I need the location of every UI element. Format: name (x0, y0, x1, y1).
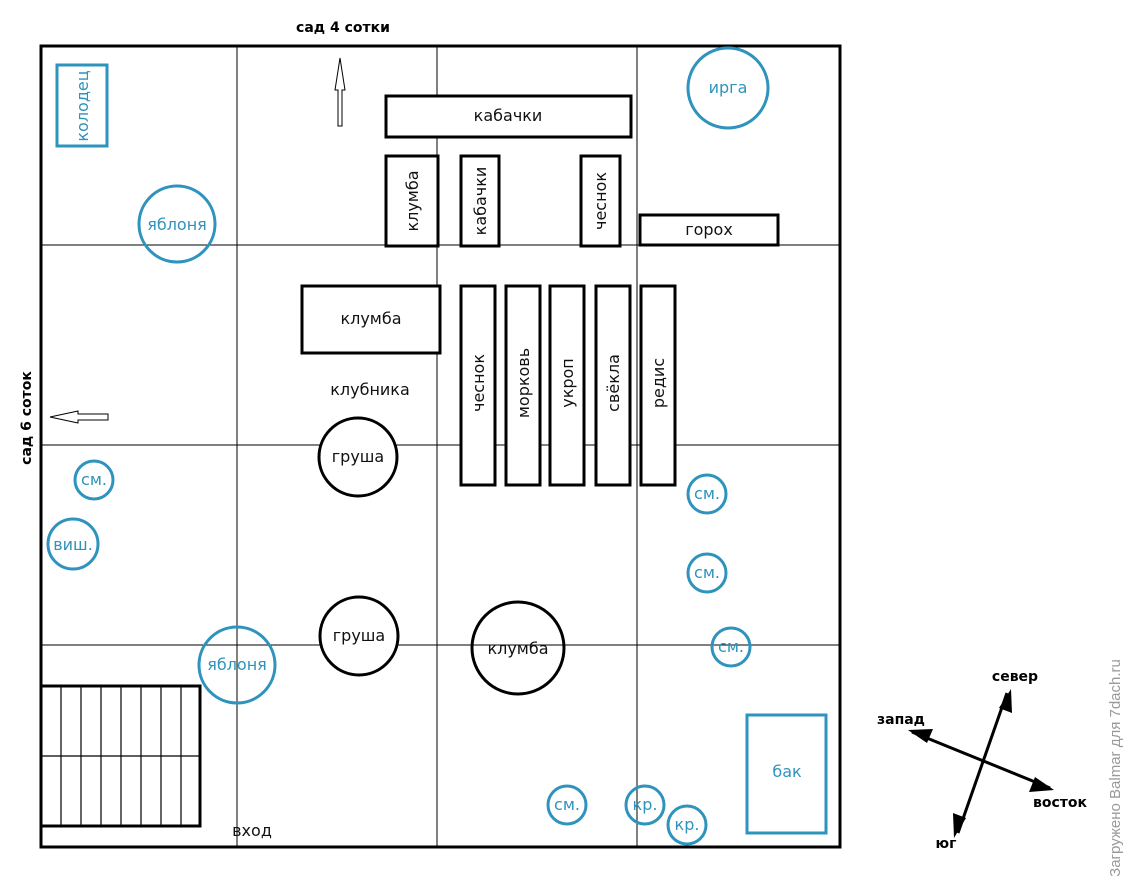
apple-tree-2-label: яблоня (207, 655, 267, 674)
cherry-tree: виш. (46, 517, 100, 571)
pear-tree-1: груша (317, 416, 399, 498)
watermark: Загружено Balmar для 7dach.ru (1107, 659, 1123, 877)
shrub-circle (624, 784, 666, 826)
flowerbed-vertical-label: клумба (403, 170, 422, 231)
shrub: см. (710, 626, 752, 668)
shrub-circle (546, 784, 588, 826)
vegetable-row-box (594, 284, 632, 487)
shrub-circle (686, 473, 728, 515)
bed-zucchini-long-label: кабачки (474, 106, 543, 125)
shrub-circle (666, 804, 708, 846)
apple-tree-1-label: яблоня (147, 215, 207, 234)
shrub-label: см. (554, 795, 580, 814)
vegetable-row: чеснок (459, 284, 497, 487)
entrance-label: вход (232, 821, 272, 840)
well-label: колодец (73, 70, 92, 141)
shrub: см. (686, 473, 728, 515)
vegetable-row: свёкла (594, 284, 632, 487)
vegetable-row: укроп (548, 284, 586, 487)
shrub: кр. (624, 784, 666, 826)
compass-west-arrow-icon (908, 729, 933, 743)
vegetable-row-label: чеснок (469, 354, 488, 412)
shrub: см. (73, 459, 115, 501)
shrub-label: см. (694, 484, 720, 503)
flowerbed-rect-label: клумба (340, 309, 401, 328)
vegetable-row-box (548, 284, 586, 487)
strawberry-label: клубника (330, 380, 410, 399)
vegetable-row-label: укроп (558, 358, 577, 408)
pear-tree-2: груша (318, 595, 400, 677)
vegetable-row-box (639, 284, 677, 487)
shrub-circle (73, 459, 115, 501)
well: колодец (55, 63, 109, 148)
vegetable-row-label: морковь (514, 348, 533, 418)
bed-garlic-top: чеснок (579, 154, 622, 248)
shrub: см. (686, 552, 728, 594)
shrub-label: кр. (633, 795, 658, 814)
shrub-circle (686, 552, 728, 594)
compass-east-label: восток (1033, 795, 1088, 811)
plot-border (39, 44, 842, 849)
shrubs: см. см. см. см. см. кр. кр. (73, 459, 752, 846)
vegetable-row-label: свёкла (604, 354, 623, 412)
bed-peas-label: горох (685, 220, 733, 239)
vegetable-row-label: редис (649, 358, 668, 408)
flowerbed-round-label: клумба (487, 639, 548, 658)
bed-garlic-top-label: чеснок (591, 172, 610, 230)
compass-west-label: запад (877, 712, 925, 728)
flowerbed-vertical: клумба (384, 154, 440, 248)
compass-east-arrow-icon (1029, 777, 1054, 792)
bed-zucchini-long: кабачки (384, 94, 633, 139)
neighbor-west-label: сад 6 соток (19, 371, 35, 465)
vegetable-row: редис (639, 284, 677, 487)
greenhouse (39, 684, 202, 828)
shrub-label: см. (81, 470, 107, 489)
shrub-label: см. (718, 637, 744, 656)
serviceberry: ирга (686, 46, 770, 130)
compass-south-label: юг (936, 836, 957, 852)
bed-zucchini-vertical: кабачки (459, 154, 501, 248)
apple-tree-1: яблоня (137, 184, 217, 264)
compass-west-east-axis (911, 730, 1051, 790)
serviceberry-label: ирга (709, 78, 748, 97)
shrub-label: см. (694, 563, 720, 582)
vegetable-row-box (504, 284, 542, 487)
compass-south-arrow-icon (953, 813, 966, 838)
bed-peas: горох (638, 213, 780, 247)
compass-north-label: север (992, 669, 1038, 685)
pear-tree-1-label: груша (332, 447, 384, 466)
vegetable-rows: чеснок морковь укроп свёкла редис (459, 284, 677, 487)
vegetable-row-box (459, 284, 497, 487)
shrub: кр. (666, 804, 708, 846)
flowerbed-round: клумба (470, 600, 566, 696)
compass: север запад восток юг (877, 669, 1088, 852)
compass-north-south-axis (956, 692, 1009, 834)
flowerbed-rect: клумба (300, 284, 442, 355)
neighbor-north-label: сад 4 сотки (296, 20, 390, 36)
compass-north-arrow-icon (999, 689, 1012, 713)
cherry-tree-label: виш. (53, 535, 93, 554)
pear-tree-2-label: груша (333, 626, 385, 645)
shrub-label: кр. (675, 815, 700, 834)
shrub: см. (546, 784, 588, 826)
bed-zucchini-vertical-label: кабачки (471, 167, 490, 236)
vegetable-row: морковь (504, 284, 542, 487)
water-tank: бак (745, 713, 828, 835)
shrub-circle (710, 626, 752, 668)
apple-tree-2: яблоня (197, 625, 277, 705)
west-arrow-icon (49, 410, 109, 424)
north-arrow-icon (334, 57, 346, 127)
water-tank-label: бак (772, 762, 802, 781)
